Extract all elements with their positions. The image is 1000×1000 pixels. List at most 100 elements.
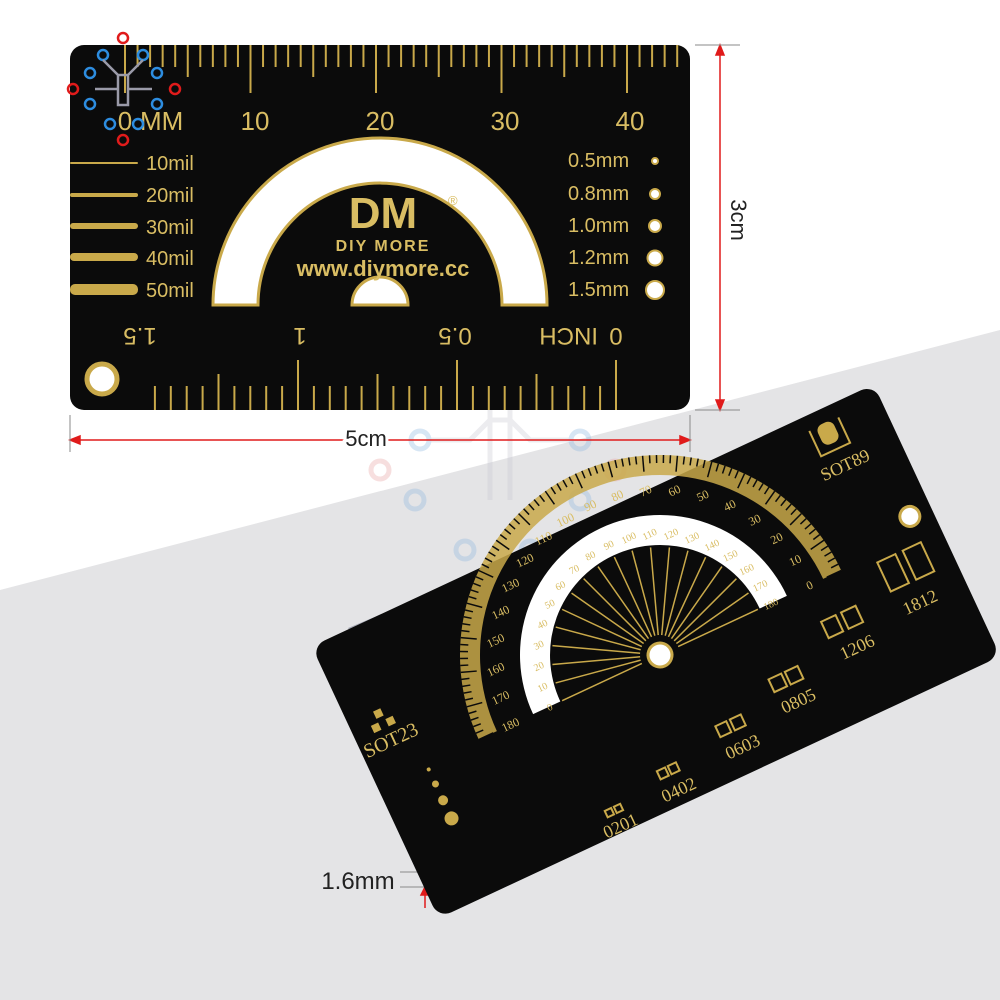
outer-tick [468, 595, 477, 600]
outer-tick [789, 513, 802, 526]
outer-angle-label: 30 [746, 511, 763, 529]
inch-label-0: 0 [609, 322, 622, 349]
outer-tick [600, 463, 605, 472]
inner-ray [571, 592, 645, 645]
outer-tick [655, 455, 658, 464]
outer-tick [812, 534, 821, 541]
outer-tick [799, 518, 807, 525]
inner-ray [661, 547, 671, 636]
outer-tick [706, 461, 713, 478]
outer-angle-label: 150 [485, 630, 507, 650]
mm-unit-label: MM [140, 106, 183, 136]
outer-tick [533, 499, 540, 507]
inner-ray [552, 656, 641, 666]
outer-tick [721, 465, 726, 474]
outer-tick [728, 468, 733, 477]
mm-scale-ticks [124, 45, 679, 93]
inner-angle-label: 10 [536, 681, 550, 695]
protractor-center-hole [646, 641, 674, 669]
outer-tick [460, 643, 469, 646]
outer-tick [499, 534, 508, 541]
hole-samples [645, 157, 665, 300]
inner-angle-label: 40 [536, 618, 550, 632]
outer-tick [627, 457, 631, 466]
outer-tick [459, 650, 468, 653]
trace-width-samples [70, 162, 138, 295]
mm-label-40: 40 [616, 106, 645, 136]
outer-tick [504, 528, 512, 535]
outer-tick [460, 664, 469, 667]
thickness-dimension-label: 1.6mm [321, 868, 394, 895]
outer-angle-label: 180 [499, 715, 521, 735]
inner-angle-label: 30 [532, 639, 546, 653]
outer-tick [804, 523, 812, 530]
outer-tick [556, 483, 562, 491]
outer-tick [734, 470, 739, 479]
outer-tick [473, 723, 482, 728]
outer-tick [752, 479, 758, 488]
corner-logo-overlay [66, 31, 182, 147]
mm-label-10: 10 [241, 106, 270, 136]
outer-tick [682, 456, 686, 465]
outer-angle-label: 140 [489, 602, 511, 622]
inner-ray [561, 662, 643, 702]
outer-angle-label: 80 [609, 487, 626, 505]
protractor-card: 0102030405060708090100110120130140150160… [316, 388, 996, 914]
outer-tick [475, 576, 484, 581]
outer-tick [550, 486, 557, 495]
inner-ray [583, 578, 647, 642]
outer-tick [470, 589, 479, 594]
outer-tick [826, 569, 842, 578]
outer-tick [820, 545, 829, 552]
outer-angle-labels: 0102030405060708090100110120130140150160… [485, 482, 816, 735]
outer-tick [468, 710, 477, 715]
footprint-sot23 [370, 708, 396, 734]
trace-label-50mil: 50mil [146, 280, 194, 302]
outer-tick [746, 476, 752, 485]
outer-angle-label: 100 [554, 510, 576, 530]
outer-tick [695, 458, 699, 467]
smd-footprints [603, 540, 936, 819]
outer-tick [764, 490, 776, 505]
outer-tick [758, 483, 764, 491]
outer-tick [460, 670, 477, 674]
outer-tick [463, 616, 472, 620]
width-dimension-label: 5cm [345, 426, 387, 451]
mm-label-20: 20 [366, 106, 395, 136]
outer-angle-label: 40 [721, 497, 738, 515]
inner-ray [597, 566, 650, 640]
ruler-card: MM 0 10 20 30 40 10mil 20mil 30mil 40mil… [66, 31, 690, 410]
inch-label-0.5: 0.5 [438, 322, 471, 349]
outer-tick [473, 582, 482, 587]
outer-tick [702, 459, 706, 469]
outer-tick [518, 513, 531, 526]
outer-tick [594, 465, 599, 474]
outer-tick [827, 557, 836, 563]
outer-tick [790, 508, 797, 516]
outer-tick [462, 684, 471, 688]
outer-tick [607, 461, 614, 478]
outer-tick [737, 473, 746, 489]
outer-tick [475, 729, 484, 734]
inner-ray [675, 592, 749, 645]
outer-angle-label: 110 [532, 528, 554, 548]
hole-label-0.5mm: 0.5mm [568, 150, 629, 172]
inner-ray [677, 608, 759, 648]
inner-angle-label: 80 [584, 549, 598, 563]
outer-tick [508, 523, 516, 530]
outer-angle-label: 50 [694, 487, 711, 505]
outer-tick [669, 455, 672, 464]
outer-tick [641, 455, 645, 472]
outer-tick [481, 563, 490, 569]
outer-tick [562, 479, 568, 488]
brand-logo: DM [349, 189, 417, 238]
outer-angle-label: 0 [804, 578, 815, 593]
inch-label-1: 1 [293, 322, 306, 349]
outer-tick [463, 690, 472, 694]
outer-tick [574, 473, 583, 489]
protractor-mounting-hole [898, 504, 922, 528]
outer-angle-label: 130 [499, 575, 521, 595]
outer-tick [461, 629, 470, 633]
inner-angle-rays [552, 547, 759, 702]
